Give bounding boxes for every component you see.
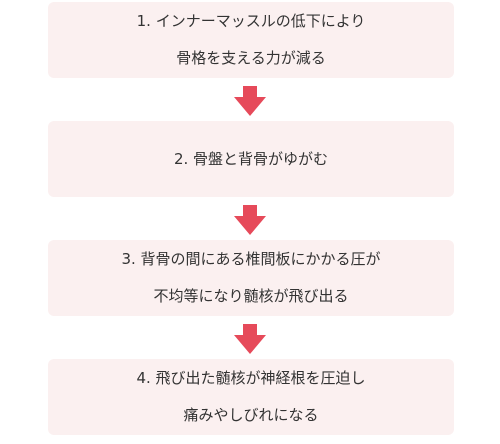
- step-box-2: 2. 骨盤と背骨がゆがむ: [48, 121, 454, 197]
- step-3-text-line-2: 不均等になり髄核が飛び出る: [153, 287, 349, 305]
- step-4-text-line-2: 痛みやしびれになる: [183, 406, 319, 424]
- step-3-text-line-1: 3. 背骨の間にある椎間板にかかる圧が: [121, 250, 381, 268]
- step-1-text-line-2: 骨格を支える力が減る: [176, 49, 326, 67]
- step-4-text-line-1: 4. 飛び出た髄核が神経根を圧迫し: [136, 369, 366, 387]
- step-2-text: 2. 骨盤と背骨がゆがむ: [173, 149, 329, 168]
- step-1-text-line-1: 1. インナーマッスルの低下により: [136, 12, 366, 30]
- down-arrow-icon: [234, 324, 266, 354]
- down-arrow-icon: [234, 205, 266, 235]
- step-box-4: 4. 飛び出た髄核が神経根を圧迫し 痛みやしびれになる: [48, 359, 454, 435]
- step-box-1: 1. インナーマッスルの低下により 骨格を支える力が減る: [48, 2, 454, 78]
- step-box-3: 3. 背骨の間にある椎間板にかかる圧が 不均等になり髄核が飛び出る: [48, 240, 454, 316]
- down-arrow-icon: [234, 86, 266, 116]
